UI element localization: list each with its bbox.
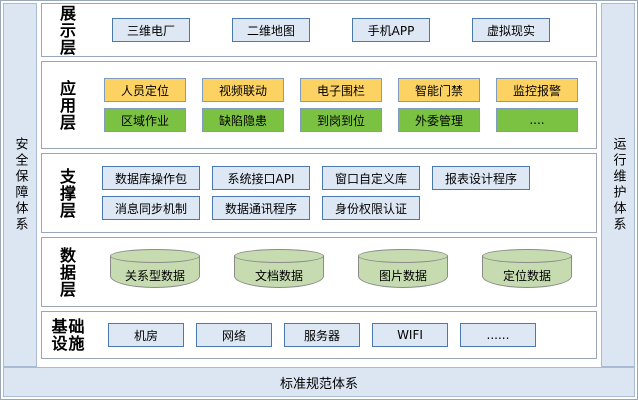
item-row: 数据库操作包 系统接口API 窗口自定义库 报表设计程序 (94, 166, 592, 190)
database-cylinder-document-data[interactable]: 文档数据 (234, 249, 324, 295)
layer-title-char: 撑 (59, 183, 76, 203)
left-sidebar-security-system: 安全保障体系 (3, 3, 37, 367)
item-box-smart-access-control[interactable]: 智能门禁 (398, 78, 480, 102)
item-row: 三维电厂 二维地图 手机APP 虚拟现实 (94, 18, 592, 42)
item-box-mobile-app[interactable]: 手机APP (352, 18, 430, 42)
item-box-machine-room[interactable]: 机房 (108, 323, 184, 347)
item-box-2d-map[interactable]: 二维地图 (232, 18, 310, 42)
layer-items-data: 关系型数据 文档数据 图片数据 定位数据 (94, 249, 596, 295)
right-sidebar-operations-system: 运行维护体系 (601, 3, 635, 367)
item-box-report-design-program[interactable]: 报表设计程序 (432, 166, 530, 190)
item-box-more[interactable]: ...... (460, 323, 536, 347)
cylinder-top (358, 249, 448, 263)
item-box-defect-hazard[interactable]: 缺陷隐患 (202, 108, 284, 132)
cylinder-label: 定位数据 (502, 268, 551, 283)
layer-items-application: 人员定位 视频联动 电子围栏 智能门禁 监控报警 区域作业 缺陷隐患 到岗到位 … (94, 78, 596, 132)
cylinder-top (234, 249, 324, 263)
layer-items-support: 数据库操作包 系统接口API 窗口自定义库 报表设计程序 消息同步机制 数据通讯… (94, 166, 596, 220)
item-box-system-interface-api[interactable]: 系统接口API (212, 166, 310, 190)
cylinder-top (482, 249, 572, 263)
item-box-network[interactable]: 网络 (196, 323, 272, 347)
layer-title-char: 层 (59, 279, 76, 299)
item-row: 人员定位 视频联动 电子围栏 智能门禁 监控报警 (94, 78, 592, 102)
cylinder-label: 图片数据 (378, 268, 427, 283)
layer-title-char: 基 (51, 317, 68, 336)
layer-stack: 展 示 层 三维电厂 二维地图 手机APP 虚拟现实 应 用 (41, 3, 597, 367)
layer-title-application: 应 用 层 (42, 80, 94, 131)
cylinder-top (110, 249, 200, 263)
item-row: 区域作业 缺陷隐患 到岗到位 外委管理 .... (94, 108, 592, 132)
layer-title-char: 用 (59, 95, 76, 115)
item-box-outsourcing-management[interactable]: 外委管理 (398, 108, 480, 132)
layer-title-char: 设 (51, 334, 68, 353)
item-box-message-sync-mechanism[interactable]: 消息同步机制 (102, 196, 200, 220)
layer-title-char: 应 (59, 78, 76, 98)
item-box-identity-authorization[interactable]: 身份权限认证 (322, 196, 420, 220)
layer-title-presentation: 展 示 层 (42, 5, 94, 56)
layer-title-char: 层 (59, 200, 76, 220)
item-box-data-communication-program[interactable]: 数据通讯程序 (212, 196, 310, 220)
layer-title-char: 层 (59, 112, 76, 132)
item-box-database-operation-package[interactable]: 数据库操作包 (102, 166, 200, 190)
item-box-wifi[interactable]: WIFI (372, 323, 448, 347)
layer-title-char: 支 (59, 166, 76, 186)
item-box-area-operation[interactable]: 区域作业 (104, 108, 186, 132)
layer-title-char: 据 (59, 262, 76, 282)
right-sidebar-label: 运行维护体系 (610, 137, 626, 233)
layer-title-char: 施 (68, 334, 85, 353)
database-cylinder-image-data[interactable]: 图片数据 (358, 249, 448, 295)
layer-application: 应 用 层 人员定位 视频联动 电子围栏 智能门禁 监控报警 区域作业 缺陷隐患… (41, 61, 597, 149)
item-box-monitoring-alarm[interactable]: 监控报警 (496, 78, 578, 102)
item-box-on-post-in-place[interactable]: 到岗到位 (300, 108, 382, 132)
item-box-electronic-fence[interactable]: 电子围栏 (300, 78, 382, 102)
cylinder-label: 文档数据 (254, 268, 303, 283)
layer-title-char: 展 (59, 3, 76, 23)
layer-support: 支 撑 层 数据库操作包 系统接口API 窗口自定义库 报表设计程序 消息同步机… (41, 153, 597, 233)
layer-title-char: 数 (59, 245, 76, 265)
layer-title-char: 示 (59, 20, 76, 40)
database-cylinder-positioning-data[interactable]: 定位数据 (482, 249, 572, 295)
item-box-more[interactable]: .... (496, 108, 578, 132)
layer-presentation: 展 示 层 三维电厂 二维地图 手机APP 虚拟现实 (41, 3, 597, 57)
item-box-video-linkage[interactable]: 视频联动 (202, 78, 284, 102)
layer-items-presentation: 三维电厂 二维地图 手机APP 虚拟现实 (94, 18, 596, 42)
item-row: 消息同步机制 数据通讯程序 身份权限认证 (94, 196, 592, 220)
cylinder-label: 关系型数据 (124, 268, 185, 283)
item-row: 关系型数据 文档数据 图片数据 定位数据 (94, 249, 592, 295)
item-box-window-custom-library[interactable]: 窗口自定义库 (322, 166, 420, 190)
layer-title-char: 础 (68, 317, 85, 336)
item-box-personnel-positioning[interactable]: 人员定位 (104, 78, 186, 102)
layer-title-char: 层 (59, 37, 76, 57)
item-box-3d-plant[interactable]: 三维电厂 (112, 18, 190, 42)
database-cylinder-relational-data[interactable]: 关系型数据 (110, 249, 200, 295)
left-sidebar-label: 安全保障体系 (12, 137, 28, 233)
layer-infrastructure: 基 础 设 施 机房 网络 服务器 WIFI ...... (41, 311, 597, 359)
layer-data: 数 据 层 关系型数据 文档数据 (41, 237, 597, 307)
item-box-virtual-reality[interactable]: 虚拟现实 (472, 18, 550, 42)
bottom-bar-standards-system: 标准规范体系 (3, 367, 635, 397)
bottom-bar-label: 标准规范体系 (279, 376, 358, 392)
item-row: 机房 网络 服务器 WIFI ...... (94, 323, 592, 347)
layer-title-support: 支 撑 层 (42, 168, 94, 219)
item-box-server[interactable]: 服务器 (284, 323, 360, 347)
layer-items-infrastructure: 机房 网络 服务器 WIFI ...... (94, 323, 596, 347)
layer-title-infrastructure: 基 础 设 施 (42, 318, 94, 352)
layer-title-data: 数 据 层 (42, 247, 94, 298)
